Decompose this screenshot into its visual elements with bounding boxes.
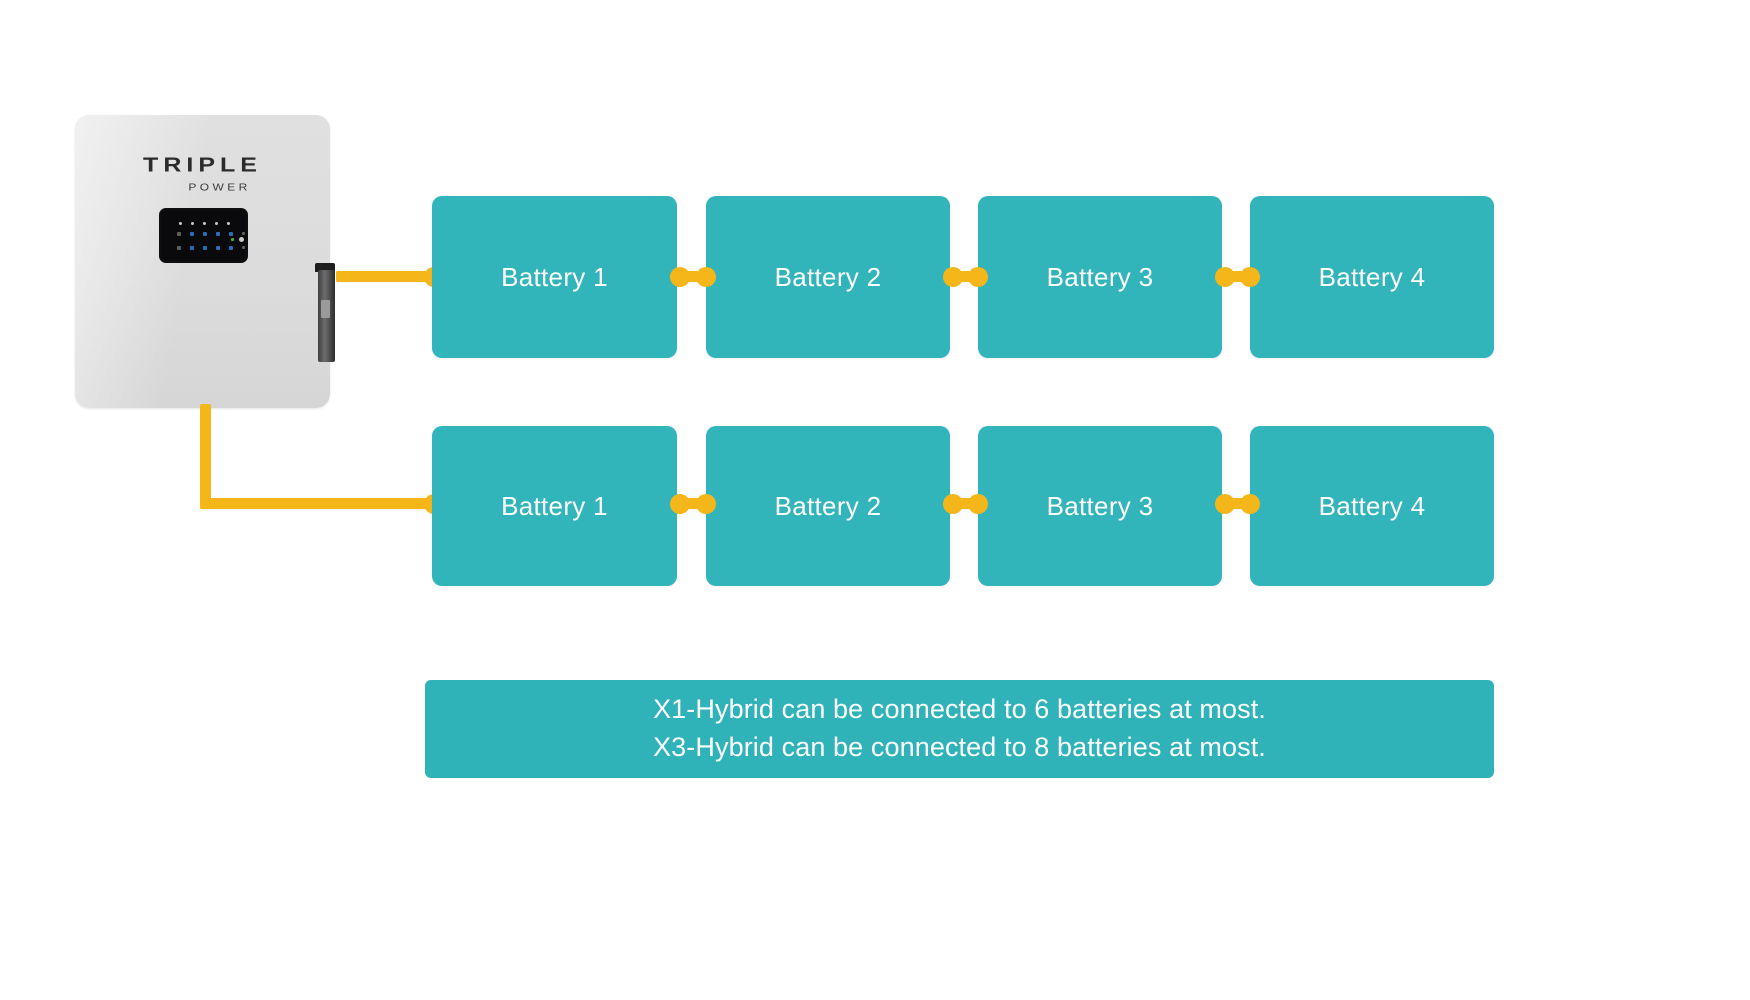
led-row-middle (177, 232, 245, 236)
battery-link-cable (950, 271, 978, 282)
led-indicator-icon (190, 246, 194, 250)
battery-link-endpoint (670, 494, 690, 514)
led-indicator-icon (229, 246, 233, 250)
logo-text-triple: TRIPLE (143, 153, 262, 177)
led-power-white-icon (239, 237, 244, 242)
led-indicator-icon (242, 246, 245, 249)
battery-link-cable (1222, 271, 1250, 282)
battery-link-endpoint (1240, 494, 1260, 514)
battery-box[interactable]: Battery 4 (1250, 196, 1494, 358)
battery-link-cable (677, 271, 706, 282)
battery-label: Battery 1 (501, 261, 608, 292)
banner-line-x3-hybrid: X3-Hybrid can be connected to 8 batterie… (653, 732, 1266, 762)
led-indicator-icon (203, 246, 207, 250)
battery-link-endpoint (1240, 267, 1260, 287)
led-indicator-icon (216, 246, 220, 250)
led-indicator-icon (177, 232, 181, 236)
cable-inverter-to-top-row (336, 271, 440, 282)
battery-link-endpoint (943, 267, 963, 287)
battery-label: Battery 2 (774, 490, 882, 521)
banner-line-x1-hybrid: X1-Hybrid can be connected to 6 batterie… (653, 694, 1266, 725)
battery-box[interactable]: Battery 4 (1250, 426, 1494, 586)
led-indicator-icon (215, 222, 218, 225)
battery-link-cable (1222, 498, 1250, 509)
led-indicator-icon (229, 232, 233, 236)
battery-link-endpoint (1215, 267, 1235, 287)
battery-link-cable (950, 498, 978, 509)
battery-label: Battery 4 (1318, 261, 1426, 292)
inverter-unit: TRIPLE POWER (75, 115, 335, 408)
led-row-top (179, 222, 230, 225)
led-indicator-icon (216, 232, 220, 236)
led-indicator-icon (242, 232, 245, 235)
led-indicator-icon (203, 222, 206, 225)
capacity-note-banner: X1-Hybrid can be connected to 6 batterie… (425, 680, 1494, 778)
battery-box[interactable]: Battery 3 (978, 196, 1222, 358)
led-power-green-icon (231, 238, 234, 241)
battery-label: Battery 3 (1046, 490, 1154, 521)
battery-link-endpoint (943, 494, 963, 514)
led-indicator-icon (227, 222, 230, 225)
battery-box[interactable]: Battery 2 (706, 196, 950, 358)
battery-label: Battery 2 (774, 261, 882, 292)
led-indicator-icon (190, 232, 194, 236)
battery-link-endpoint (670, 267, 690, 287)
cable-inverter-to-bottom-row (200, 498, 440, 509)
led-indicator-icon (191, 222, 194, 225)
battery-label: Battery 1 (501, 490, 608, 521)
triple-power-logo: TRIPLE POWER (75, 153, 330, 193)
battery-label: Battery 3 (1046, 261, 1154, 292)
inverter-connector-nub (315, 263, 335, 272)
battery-link-endpoint (696, 494, 716, 514)
battery-box[interactable]: Battery 2 (706, 426, 950, 586)
battery-link-endpoint (968, 494, 988, 514)
led-indicator-icon (177, 246, 181, 250)
battery-box[interactable]: Battery 3 (978, 426, 1222, 586)
cable-inverter-drop-vertical (200, 404, 211, 509)
battery-link-endpoint (968, 267, 988, 287)
led-status-display (159, 208, 248, 263)
battery-link-cable (677, 498, 706, 509)
led-indicator-icon (179, 222, 182, 225)
battery-box[interactable]: Battery 1 (432, 196, 677, 358)
battery-box[interactable]: Battery 1 (432, 426, 677, 586)
battery-link-endpoint (696, 267, 716, 287)
battery-label: Battery 4 (1318, 490, 1426, 521)
led-row-bottom (177, 246, 245, 250)
logo-text-power: POWER (188, 180, 251, 194)
led-indicator-icon (203, 232, 207, 236)
battery-link-endpoint (1215, 494, 1235, 514)
inverter-connector-block (318, 270, 335, 362)
